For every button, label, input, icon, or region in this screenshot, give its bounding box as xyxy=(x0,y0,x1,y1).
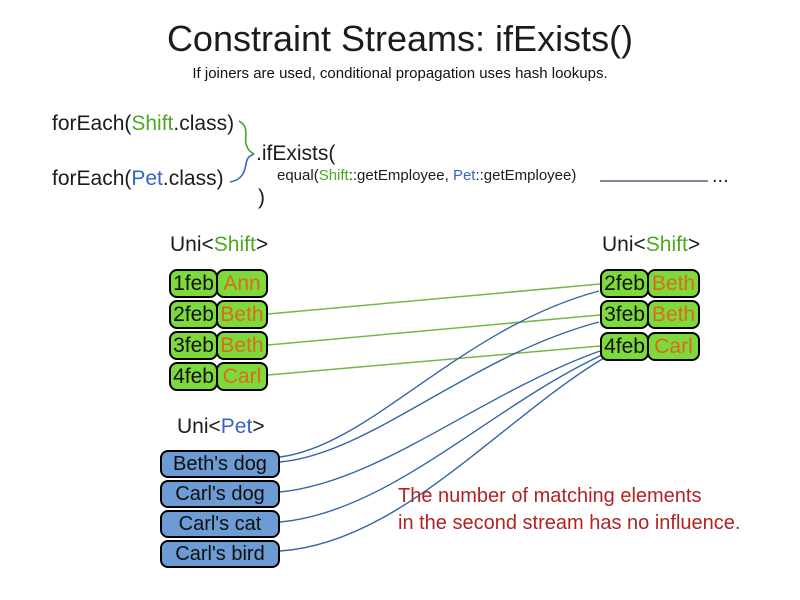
shift-cell-date: 3feb xyxy=(600,300,649,329)
right-shift-table-label: Uni<Shift> xyxy=(602,233,700,257)
code-token-shift: Shift xyxy=(131,112,174,135)
shift-cell-date: 1feb xyxy=(169,269,218,298)
lookup-line-carlscat-4feb xyxy=(279,354,603,523)
note-text: The number of matching elements in the s… xyxy=(398,483,740,537)
match-line-3feb xyxy=(267,314,601,346)
lookup-line-carlsbird-4feb xyxy=(279,357,605,552)
match-line-4feb xyxy=(267,345,601,376)
label-text: > xyxy=(687,233,701,256)
shift-cell-employee: Beth xyxy=(647,269,700,298)
code-text: .class) xyxy=(162,167,224,190)
label-text: Uni< xyxy=(602,233,646,256)
pet-cell: Carl's bird xyxy=(160,540,280,568)
shift-cell-date: 4feb xyxy=(600,332,649,361)
shift-cell-date: 2feb xyxy=(169,300,218,329)
pet-table-label: Uni<Pet> xyxy=(177,415,265,439)
code-equal-joiner: equal(Shift::getEmployee, Pet::getEmploy… xyxy=(277,167,576,184)
label-text: > xyxy=(255,233,269,256)
lookup-line-bethsdog-2feb xyxy=(279,290,600,458)
code-token-shift: Shift xyxy=(318,167,349,184)
note-line-1: The number of matching elements xyxy=(398,485,702,507)
shift-cell-employee: Ann xyxy=(216,269,268,298)
label-token-shift: Shift xyxy=(213,233,256,256)
code-ellipsis: ... xyxy=(712,165,729,187)
pet-cell: Carl's dog xyxy=(160,480,280,508)
code-token-pet: Pet xyxy=(131,167,163,190)
shift-cell-employee: Carl xyxy=(216,362,268,391)
brace-curve-shift xyxy=(238,120,255,155)
shift-cell-employee: Beth xyxy=(216,300,268,329)
brace-curve-pet xyxy=(229,153,255,183)
label-token-shift: Shift xyxy=(645,233,688,256)
label-text: Uni< xyxy=(177,415,221,438)
label-text: Uni< xyxy=(170,233,214,256)
lookup-line-carlsdog-4feb xyxy=(279,350,601,493)
shift-cell-date: 4feb xyxy=(169,362,218,391)
shift-cell-employee: Carl xyxy=(647,332,700,361)
code-text: forEach( xyxy=(52,112,132,135)
shift-cell-date: 3feb xyxy=(169,331,218,360)
shift-cell-employee: Beth xyxy=(216,331,268,360)
pet-cell: Carl's cat xyxy=(160,510,280,538)
page-subtitle: If joiners are used, conditional propaga… xyxy=(192,65,608,82)
shift-cell-employee: Beth xyxy=(647,300,700,329)
page-title: Constraint Streams: ifExists() xyxy=(166,18,634,59)
code-text: ::getEmployee, xyxy=(348,167,453,184)
code-close-paren: ) xyxy=(258,186,265,209)
code-foreach-shift: forEach(Shift.class) xyxy=(52,112,234,136)
shift-cell-date: 2feb xyxy=(600,269,649,298)
left-shift-table-label: Uni<Shift> xyxy=(170,233,268,257)
code-text: ::getEmployee) xyxy=(475,167,577,184)
code-text: forEach( xyxy=(52,167,132,190)
label-text: > xyxy=(252,415,265,438)
code-foreach-pet: forEach(Pet.class) xyxy=(52,167,224,191)
label-token-pet: Pet xyxy=(220,415,253,438)
note-line-2: in the second stream has no influence. xyxy=(398,512,741,534)
code-token-pet: Pet xyxy=(452,167,476,184)
match-line-2feb xyxy=(267,283,601,315)
lookup-line-bethsdog-3feb xyxy=(279,321,600,463)
code-ifexists: .ifExists( xyxy=(256,142,336,165)
code-text: equal( xyxy=(277,167,319,184)
pet-cell: Beth's dog xyxy=(160,450,280,478)
code-text: .class) xyxy=(173,112,235,135)
